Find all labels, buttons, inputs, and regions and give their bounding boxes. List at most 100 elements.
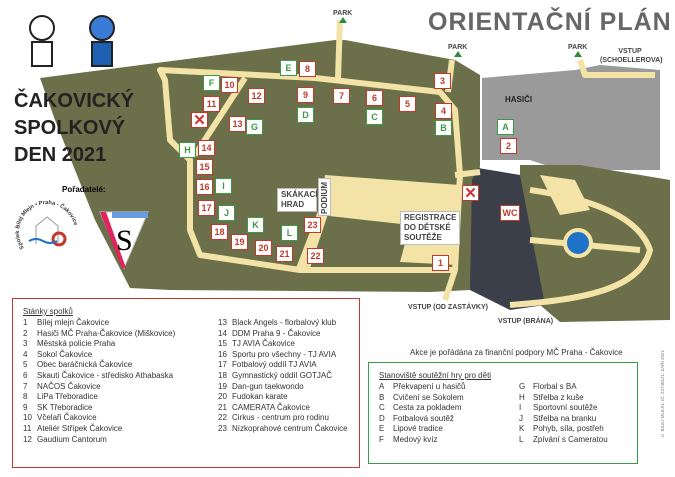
stand-marker-15: 15 <box>196 159 213 175</box>
stand-item: 21 CAMERATA Čakovice <box>218 403 348 414</box>
game-number: C <box>379 403 385 413</box>
stand-name: SK Třeboradice <box>37 402 93 412</box>
stand-number: 23 <box>218 423 227 433</box>
game-name: Fotbalová soutěž <box>393 413 454 423</box>
stand-number: 19 <box>218 381 227 391</box>
game-name: Cesta za pokladem <box>393 403 462 413</box>
game-name: Florbal s BA <box>533 382 577 391</box>
game-number: H <box>519 392 525 402</box>
stand-name: Cirkus - centrum pro rodinu <box>232 413 329 423</box>
game-number: E <box>379 424 385 434</box>
game-number: L <box>519 434 524 444</box>
game-name: Lipové tradice <box>393 424 443 434</box>
stand-marker-17: 17 <box>198 200 215 216</box>
stands-legend-heading: Stánky spolků <box>23 307 73 316</box>
game-name: Zpívání s Cameratou <box>533 434 608 444</box>
podium-label: PODIUM <box>318 178 331 216</box>
stand-name: Dan-gun taekwondo <box>232 381 304 391</box>
entrance-schoellerova: VSTUP (SCHOELLEROVA) <box>600 48 663 64</box>
game-number: A <box>379 382 385 391</box>
stand-marker-16: 16 <box>196 179 213 195</box>
stand-marker-7: 7 <box>333 88 350 104</box>
park-label-east: PARK <box>448 44 467 57</box>
stand-name: DDM Praha 9 - Čakovice <box>232 328 321 338</box>
game-marker-C: C <box>366 109 383 125</box>
stand-number: 21 <box>218 402 227 412</box>
game-item: E Lipové tradice <box>379 424 519 435</box>
game-marker-I: I <box>215 178 232 194</box>
stand-name: Gymnastický oddíl GOTJAČ <box>232 370 333 380</box>
stand-item: 14 DDM Praha 9 - Čakovice <box>218 329 348 340</box>
stand-number: 10 <box>23 413 32 423</box>
stand-number: 9 <box>23 402 28 412</box>
stand-marker-10: 10 <box>221 77 238 93</box>
game-name: Překvapení u hasičů <box>393 382 466 391</box>
support-text: Akce je pořádána za finanční podpory MČ … <box>410 348 623 357</box>
stand-name: TJ AVIA Čakovice <box>232 339 295 349</box>
game-number: G <box>519 382 526 391</box>
park-label-north: PARK <box>333 10 352 23</box>
games-legend-heading: Stanoviště soutěžní hry pro děti <box>379 371 492 380</box>
organizers-label: Pořadatelé: <box>62 185 106 194</box>
stand-item: 19 Dan-gun taekwondo <box>218 382 348 393</box>
stand-marker-4: 4 <box>435 103 452 119</box>
game-name: Cvičení se Sokolem <box>393 392 464 402</box>
registration-label: REGISTRACE DO DĚTSKÉ SOUTĚŽE <box>400 211 460 245</box>
stand-name: CAMERATA Čakovice <box>232 402 310 412</box>
entrance-bus-stop: VSTUP (OD ZASTÁVKY) <box>408 304 488 311</box>
game-number: F <box>379 434 384 444</box>
stand-number: 14 <box>218 328 227 338</box>
entrance-gate: VSTUP (BRÁNA) <box>498 318 554 325</box>
game-item: G Florbal s BA <box>519 382 608 393</box>
stand-marker-8: 8 <box>299 61 316 77</box>
game-marker-L: L <box>281 225 298 241</box>
stand-marker-22: 22 <box>307 248 324 264</box>
stand-marker-12: 12 <box>248 88 265 104</box>
stand-number: 18 <box>218 370 227 380</box>
stand-name: Městská policie Praha <box>37 339 116 349</box>
games-legend: Stanoviště soutěžní hry pro děti A Překva… <box>368 362 638 464</box>
stand-marker-1: 1 <box>432 255 449 271</box>
stand-number: 3 <box>23 339 28 349</box>
game-item: C Cesta za pokladem <box>379 403 519 414</box>
stand-name: Fotbalový oddíl TJ AVIA <box>232 360 317 370</box>
stand-marker-9: 9 <box>297 87 314 103</box>
stand-marker-5: 5 <box>399 96 416 112</box>
stand-name: Bílej mlejn Čakovice <box>37 318 110 327</box>
stand-name: Ateliér Střípek Čakovice <box>37 423 123 433</box>
stand-number: 16 <box>218 349 227 359</box>
stand-marker-19: 19 <box>231 234 248 250</box>
stand-number: 13 <box>218 318 227 327</box>
game-number: K <box>519 424 525 434</box>
chateau-building <box>470 168 545 310</box>
first-aid-icon: ✕ <box>462 185 479 202</box>
stand-name: Sokol Čakovice <box>37 349 93 359</box>
cartoon-figures <box>29 15 115 67</box>
bilej-mlejn-logo: Spolek Bílej Mlejn • Praha - Čakovice <box>15 200 78 250</box>
wc-marker: WC <box>500 205 520 221</box>
stand-number: 12 <box>23 434 32 444</box>
stand-name: Hasiči MČ Praha-Čakovice (Miškovice) <box>37 328 176 338</box>
stand-marker-13: 13 <box>229 116 246 132</box>
stripek-logo: S <box>99 211 149 270</box>
game-name: Střelba na branku <box>533 413 597 423</box>
